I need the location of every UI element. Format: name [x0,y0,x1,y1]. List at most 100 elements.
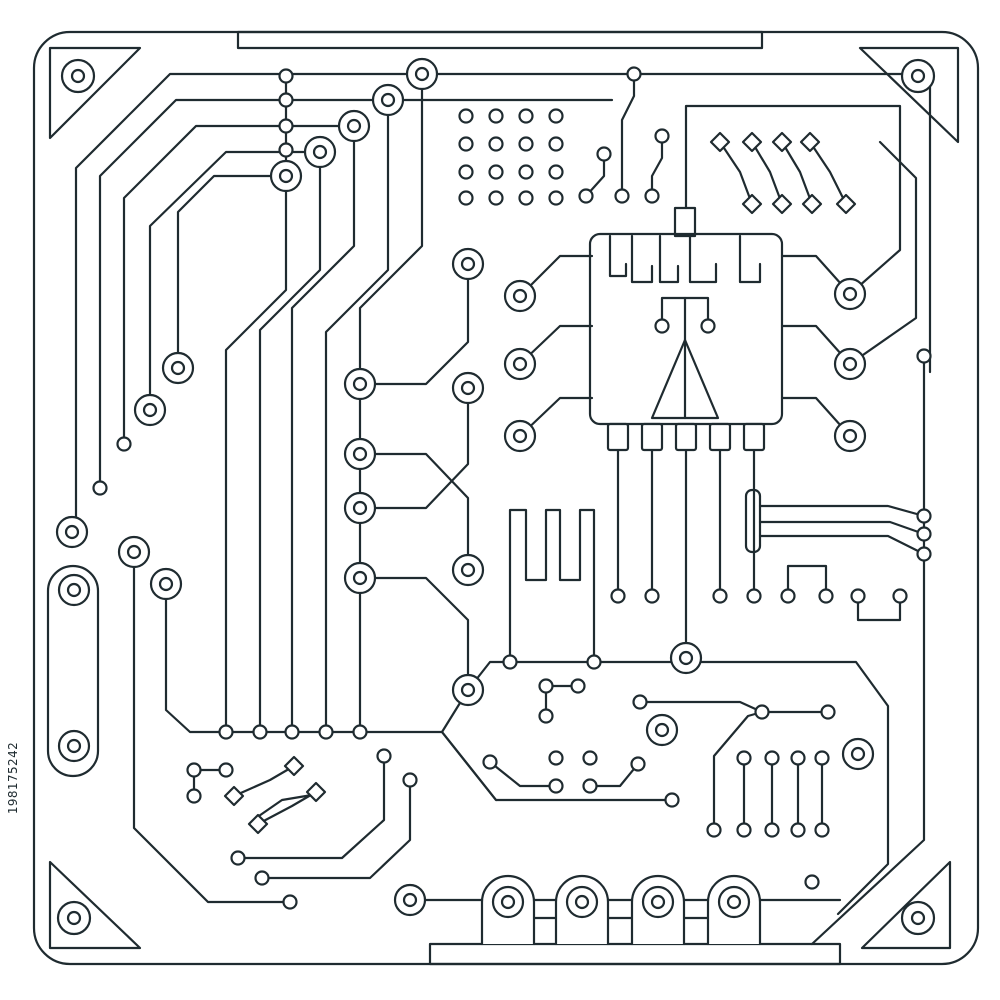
trace [290,124,356,734]
trace [758,534,926,556]
via-icon [518,190,534,206]
trace [236,754,386,860]
trace [358,262,470,386]
board-outline [32,30,980,966]
ring-pad-hole [66,738,82,754]
ring-pad-hole [70,68,86,84]
ring-pad-hole [142,402,158,418]
trace [810,352,926,946]
via-icon [548,778,564,794]
trace [518,254,594,298]
trace [638,700,830,714]
trace [98,98,390,490]
via-icon [458,136,474,152]
via-icon [458,190,474,206]
trace [254,792,320,820]
via-icon [644,588,660,604]
chip-inner-trace [738,234,762,284]
via-icon [780,588,796,604]
trace [260,778,412,880]
via-icon [916,348,932,364]
via-icon [790,750,806,766]
chip-pin [708,422,732,452]
diamond-pad-icon [247,813,269,835]
ring-pad-hole [842,428,858,444]
ring-pad-hole [170,360,186,376]
via-icon [488,164,504,180]
ring-pad-hole [678,650,694,666]
trace [148,150,322,412]
corner-bracket-bottom-left [48,860,142,950]
ring-pad-hole [842,356,858,372]
ring-pad-hole [414,66,430,82]
via-icon [538,678,554,694]
trace [258,150,322,734]
diamond-pad-icon [283,755,305,777]
via-icon [814,822,830,838]
chip-pin [640,422,664,452]
trace [358,452,470,572]
ring-pad-hole [460,562,476,578]
ring-pad-hole [460,682,476,698]
trace [176,174,288,370]
trace-group [74,72,932,946]
chip-inner-trace [630,234,654,284]
trace [122,124,356,446]
via-icon [352,724,368,740]
via-icon [518,164,534,180]
integrated-circuit-icon [588,206,784,426]
chip-pin-row [606,422,766,452]
ring-pad-hole [654,722,670,738]
diamond-pad-icon [801,193,823,215]
via-icon [548,164,564,180]
trace [650,134,664,198]
corner-bracket-top-left [48,46,142,140]
via-group [92,66,932,910]
ring-pad-hole [380,92,396,108]
ring-pad-hole [352,446,368,462]
via-icon [610,588,626,604]
ring-pad-hole [278,168,294,184]
chip-pin [606,422,630,452]
trace [440,730,498,802]
via-icon [458,164,474,180]
via-icon [630,756,646,772]
via-icon [700,318,716,334]
via-icon [282,894,298,910]
stock-id-label: 198175242 [6,741,20,815]
edge-connector-row [480,874,762,946]
via-icon [654,128,670,144]
chip-inner-trace [688,234,718,284]
via-icon [376,748,392,764]
ring-pad-hole [910,68,926,84]
ring-pad-hole [842,286,858,302]
via-icon [488,190,504,206]
via-icon [754,704,770,720]
via-icon [230,850,246,866]
trace [358,576,470,692]
top-edge-tab [236,30,764,50]
smd-trace [750,140,784,206]
diamond-pad-icon [799,131,821,153]
via-icon [626,66,642,82]
via-icon [218,762,234,778]
diamond-pad-icon [835,193,857,215]
via-icon [458,108,474,124]
via-icon [218,724,234,740]
via-icon [790,822,806,838]
via-icon [402,772,418,788]
via-icon [706,822,722,838]
trace [620,72,636,198]
ring-pad-hole [512,356,528,372]
trace [224,174,288,734]
ring-pad-hole [650,894,666,910]
bottom-edge-tab [428,942,842,966]
diamond-pad-group [223,131,857,835]
ring-pad-hole [352,376,368,392]
ring-pad-hole [512,288,528,304]
via-icon [116,436,132,452]
via-icon [186,762,202,778]
trace [358,730,674,802]
ring-pad-hole [402,892,418,908]
via-icon [92,480,108,496]
